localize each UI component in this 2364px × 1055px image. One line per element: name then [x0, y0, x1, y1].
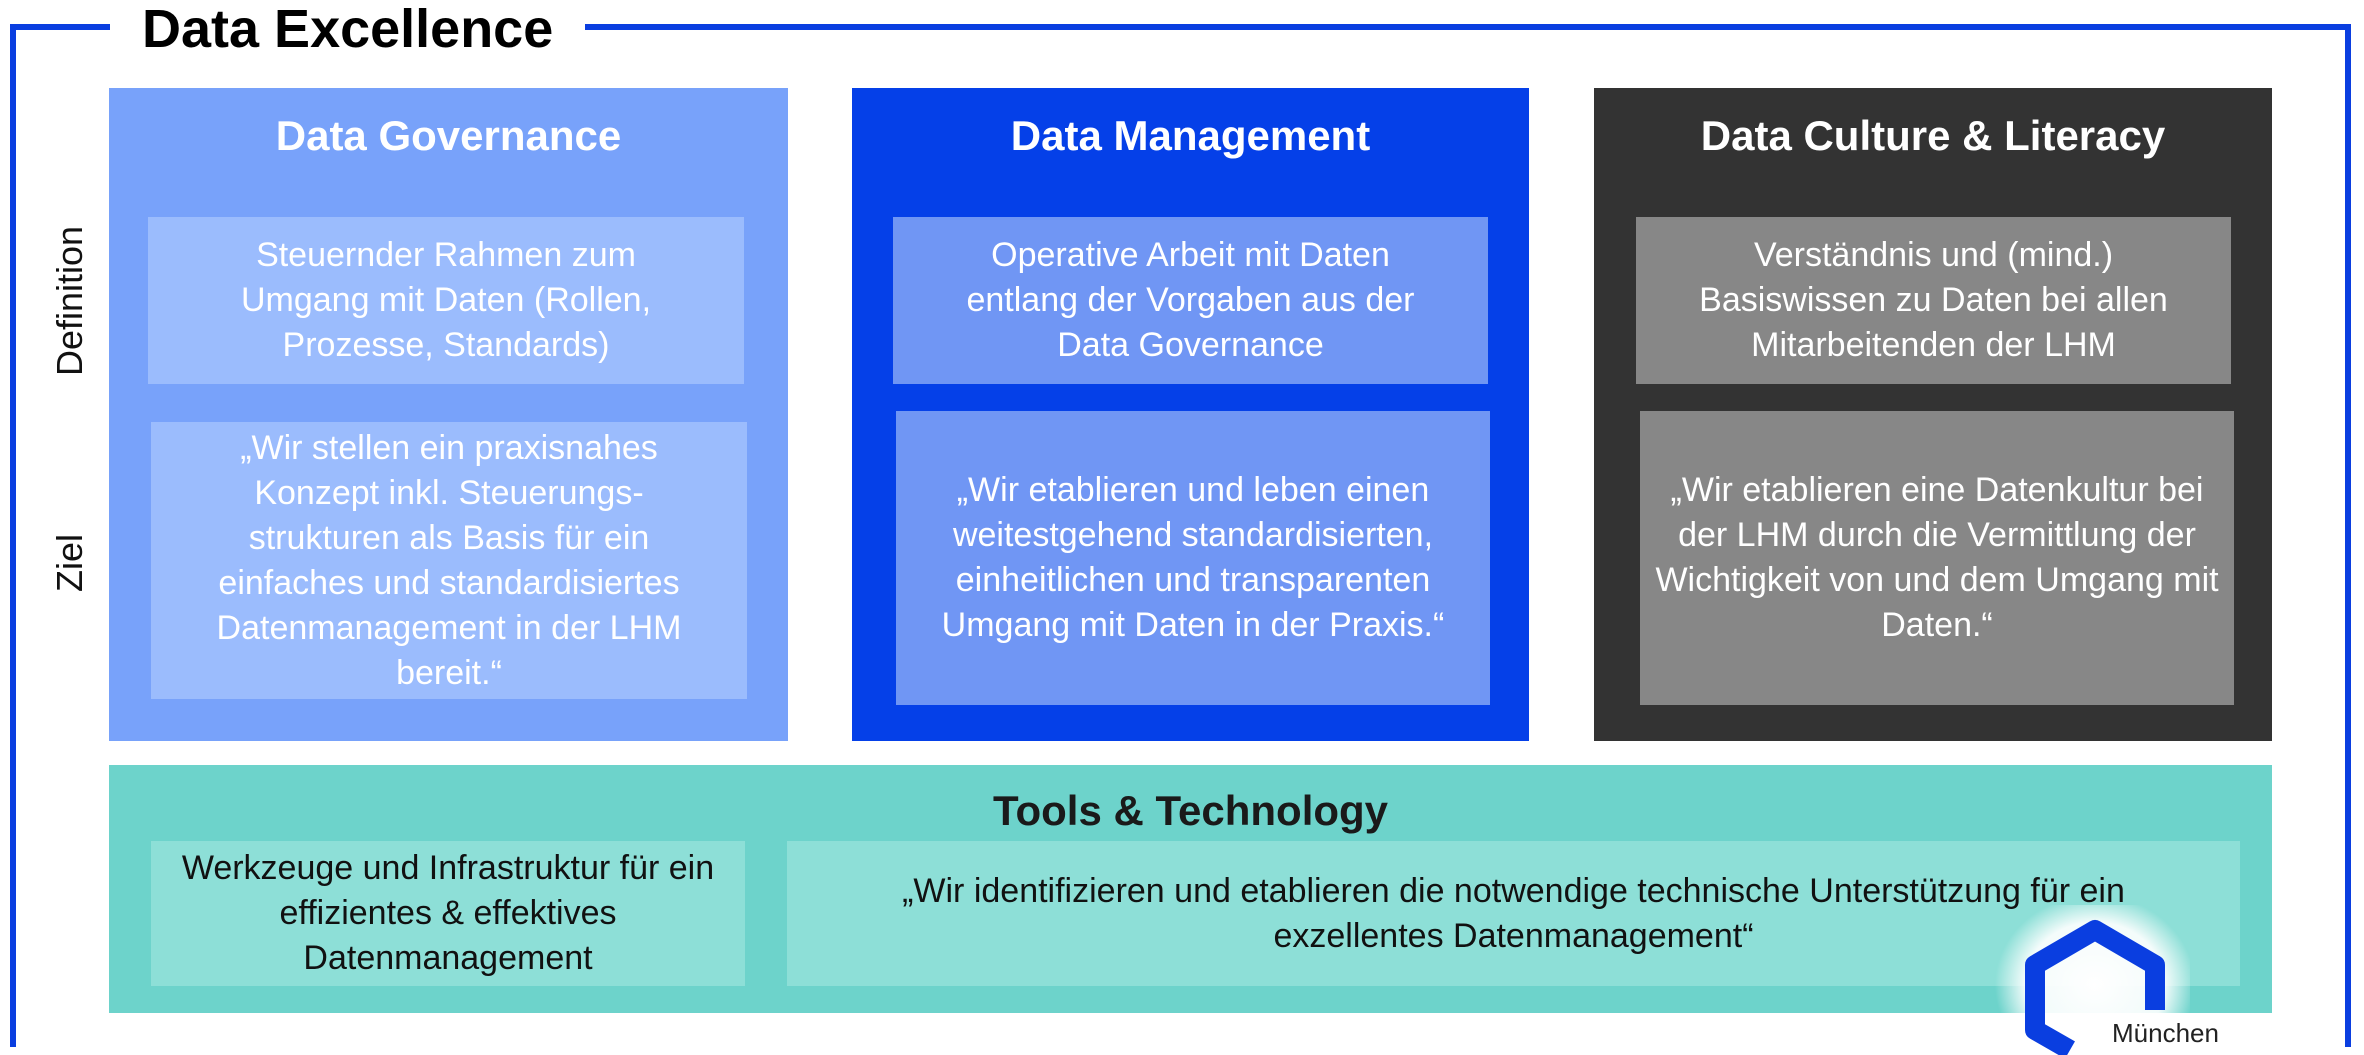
pillar-title: Data Management: [1010, 112, 1371, 159]
outer-frame: [10, 24, 2351, 1047]
pillar-data-management: Data Management Operative Arbeit mit Dat…: [852, 88, 1529, 741]
goal-box: „Wir etablieren eine Datenkultur bei der…: [1640, 411, 2234, 705]
logo-text: München: [2108, 1018, 2223, 1048]
definition-box: Verständnis und (mind.) Basiswissen zu D…: [1636, 217, 2231, 384]
definition-box: Operative Arbeit mit Daten entlang der V…: [893, 217, 1488, 384]
goal-box: „Wir identifizieren und etablieren die n…: [787, 841, 2240, 986]
goal-box: „Wir etablieren und leben einen weitestg…: [896, 411, 1490, 705]
goal-box: „Wir stellen ein praxisnahes Konzept ink…: [151, 422, 747, 699]
pillar-data-culture-literacy: Data Culture & Literacy Verständnis und …: [1594, 88, 2272, 741]
definition-box: Werkzeuge und Infrastruktur für ein effi…: [151, 841, 745, 986]
hexagon-logo-icon: [1995, 905, 2190, 1055]
pillar-tools-technology: Tools & Technology Werkzeuge und Infrast…: [109, 765, 2272, 1013]
pillar-title: Data Culture & Literacy: [1700, 112, 2166, 159]
row-label-goal: Ziel: [49, 534, 90, 593]
page-title: Data Excellence: [110, 0, 586, 58]
row-label-definition: Definition: [49, 225, 90, 377]
pillar-title: Tools & Technology: [992, 787, 1389, 834]
pillar-title: Data Governance: [275, 112, 622, 159]
definition-box: Steuernder Rahmen zum Umgang mit Daten (…: [148, 217, 744, 384]
pillar-data-governance: Data Governance Steuernder Rahmen zum Um…: [109, 88, 788, 741]
